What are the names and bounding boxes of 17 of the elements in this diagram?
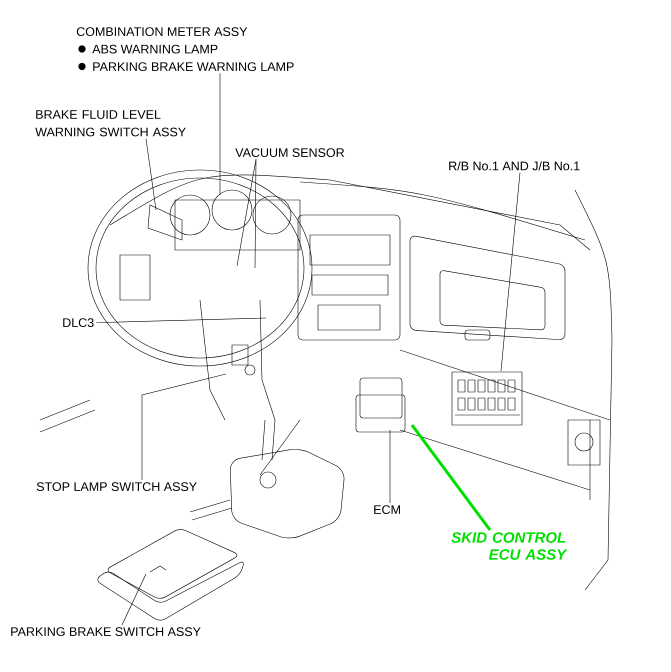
leader-line — [410, 424, 492, 531]
callout-label: R/B No.1 AND J/B No.1 — [449, 161, 580, 170]
leader-line — [236, 158, 256, 266]
callout-label: ECM — [374, 505, 400, 514]
callout-label: DLC3 — [63, 318, 94, 328]
callout-label: VACUUM SENSOR — [235, 148, 344, 158]
callout-label: STOP LAMP SWITCH ASSY — [36, 482, 197, 492]
leader-line — [122, 574, 146, 626]
callout-label: SKID CONTROL ECU ASSY — [451, 532, 568, 560]
leader-line — [500, 172, 520, 372]
callout-label: PARKING BRAKE SWITCH ASSY — [11, 627, 201, 636]
leader-line — [254, 158, 256, 268]
callout-label: COMBINATION METER ASSY ABS WARNING LAMP PARKING BRAKE WARNING LAMP — [76, 27, 294, 72]
leader-line — [96, 318, 266, 323]
leader-line — [142, 374, 226, 480]
callout-label: BRAKE FLUID LEVEL WARNING SWITCH ASSY — [35, 110, 186, 136]
leader-line — [146, 138, 156, 210]
